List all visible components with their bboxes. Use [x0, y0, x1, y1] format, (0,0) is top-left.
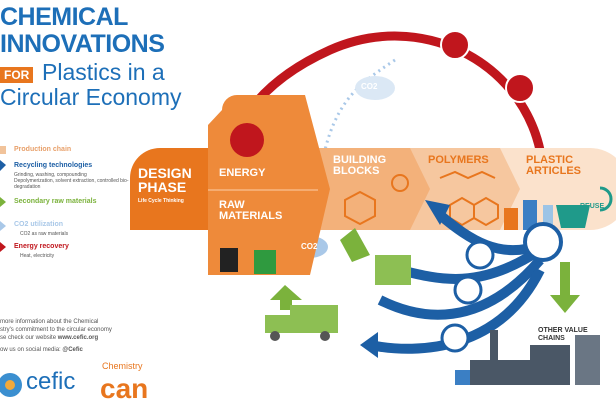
stage-plastic-articles: PLASTIC ARTICLES	[526, 154, 581, 177]
title-line2: INNOVATIONS	[0, 30, 165, 58]
stage-design-sub: Life Cycle Thinking	[138, 198, 184, 204]
green-arrow-up	[340, 228, 370, 262]
for-badge: FOR	[0, 66, 34, 84]
footer-text: more information about the Chemical stry…	[0, 318, 112, 354]
oil-barrel-icon	[220, 248, 238, 272]
green-arrow-truck	[270, 285, 302, 310]
vial-icon	[440, 323, 470, 353]
heat-icon	[440, 30, 470, 60]
legend-energy: Energy recovery	[14, 243, 69, 250]
for-label: FOR	[0, 67, 34, 83]
molecule-icons	[344, 170, 499, 227]
reuse-label: REUSE	[580, 203, 605, 210]
stage-polymers: POLYMERS	[428, 154, 489, 166]
legend-marker-secondary	[0, 197, 6, 207]
legend-production-chain: Production chain	[14, 146, 72, 153]
gauge-icon	[230, 123, 264, 157]
electricity-icon	[505, 73, 535, 103]
legend-marker-recycling	[0, 160, 6, 171]
design-phase-block	[130, 148, 230, 230]
social-handle[interactable]: @Cefic	[62, 347, 83, 353]
legend-marker-production	[0, 146, 6, 154]
stage-building-blocks: BUILDING BLOCKS	[333, 154, 387, 177]
co2-cloud-top	[355, 76, 395, 100]
green-arrow-down	[550, 262, 580, 313]
legend-co2-sub: CO2 as raw materials	[20, 231, 69, 237]
legend-energy-sub: Heat, electricity	[20, 253, 55, 259]
factory-icon	[455, 330, 600, 385]
truck-icon	[265, 305, 338, 341]
co2-label: CO2	[301, 242, 318, 251]
footer-line2: stry's commitment to the circular econom…	[0, 327, 112, 333]
other-value-chains-label: OTHER VALUE CHAINS	[538, 327, 588, 342]
stage-design: DESIGN PHASE	[138, 165, 192, 195]
recycling-arrow-head	[360, 332, 378, 358]
recycling-arrow-head	[425, 200, 450, 225]
legend-marker-co2	[0, 221, 6, 231]
footer-line4-row: ow us on social media: @Cefic	[0, 346, 112, 354]
band-building	[300, 148, 430, 230]
legend-secondary: Secondary raw materials	[14, 198, 97, 205]
legend-co2: CO2 utilization	[14, 221, 63, 228]
cefic-logo: cefic	[26, 368, 76, 395]
footer-line1: more information about the Chemical	[0, 319, 99, 325]
title-line4: Circular Economy	[0, 84, 182, 110]
plastic-waste-icon	[523, 222, 563, 262]
reuse-arrow-icon	[599, 186, 613, 212]
chemistry-can-logo-bottom: can	[100, 373, 149, 404]
soap-bottle-icon	[504, 208, 518, 230]
co2-dotted-line	[313, 58, 396, 241]
legend-recycling-sub: Grinding, washing, compounding Depolymer…	[14, 172, 129, 190]
stage-raw-materials: RAW MATERIALS	[219, 199, 283, 222]
website-link[interactable]: www.cefic.org	[57, 335, 99, 341]
footer-line4: ow us on social media:	[0, 347, 61, 353]
cefic-logo-mark	[0, 373, 22, 397]
bottle-icon	[523, 200, 537, 230]
title-line1: CHEMICAL	[0, 3, 128, 31]
footer-line3-row: se check our website www.cefic.org	[0, 334, 112, 342]
tank-icon	[375, 255, 411, 285]
spray-bottle-icon	[543, 205, 553, 230]
stage-energy: ENERGY	[219, 167, 266, 179]
pellets-icon	[453, 275, 483, 305]
legend-recycling: Recycling technologies	[14, 162, 93, 169]
title-line3: Plastics in a	[42, 59, 165, 85]
recycle-bin-icon	[254, 250, 276, 274]
chemistry-can-logo-top: Chemistry	[102, 361, 143, 371]
legend-marker-energy	[0, 242, 6, 252]
footer-line3: se check our website	[0, 335, 57, 341]
test-tube-icon	[465, 240, 495, 270]
co2-label-top: CO2	[361, 82, 378, 91]
bucket-icon	[556, 205, 590, 228]
